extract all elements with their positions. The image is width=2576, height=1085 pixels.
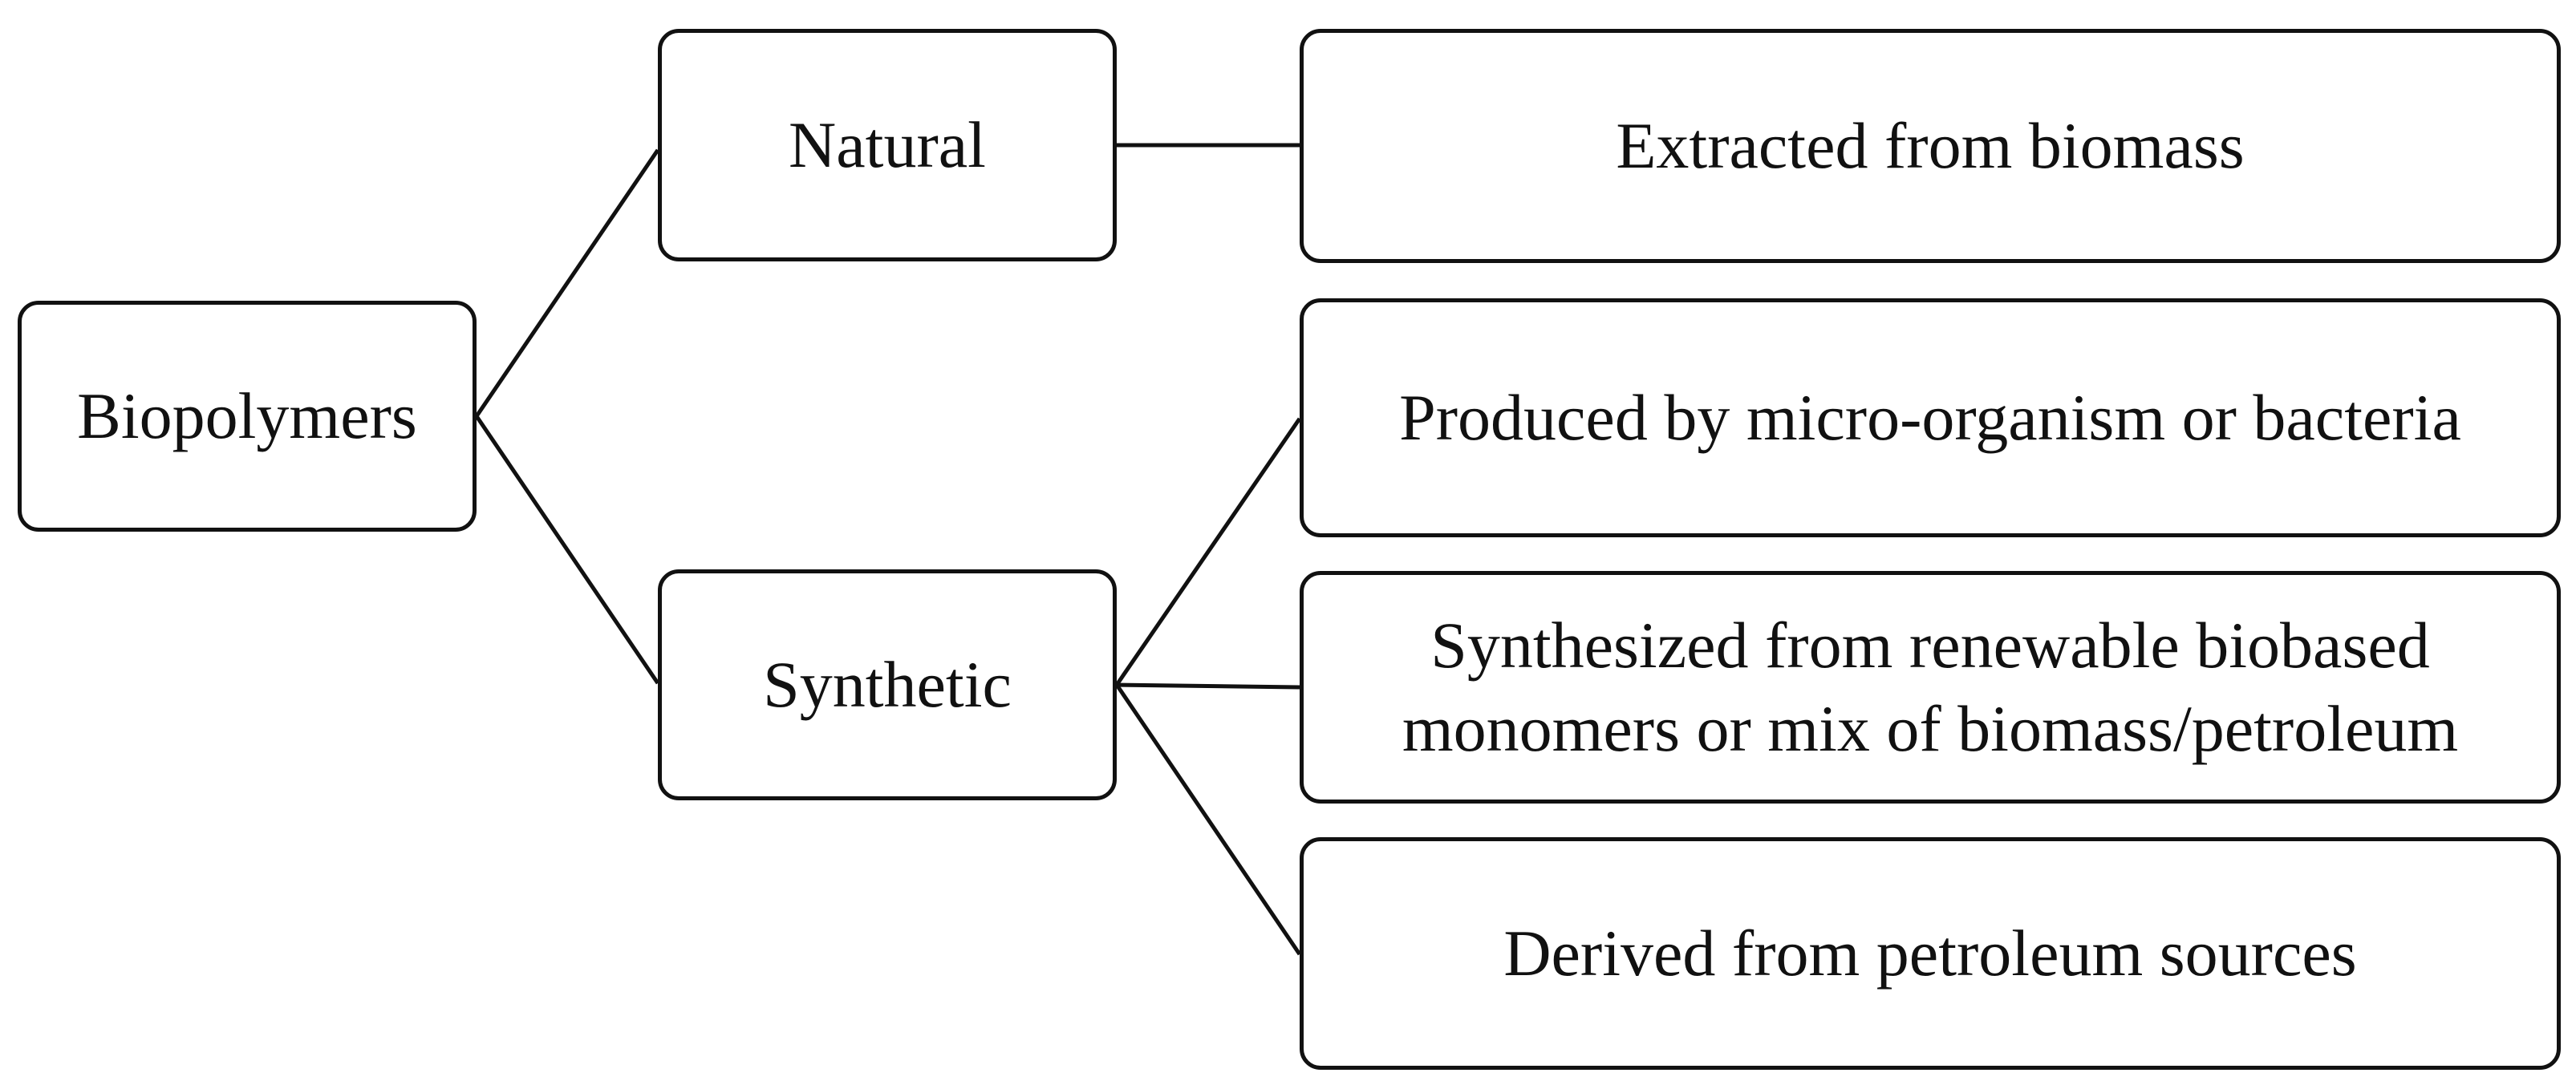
connector-biopolymers-synthetic — [474, 415, 660, 685]
connector-synthetic-derived — [1114, 683, 1302, 956]
node-derived-from-petroleum: Derived from petroleum sources — [1300, 837, 2561, 1070]
connector-synthetic-produced — [1114, 417, 1302, 686]
node-synthesized-label-line2: monomers or mix of biomass/petroleum — [1402, 692, 2459, 765]
node-natural-label: Natural — [789, 108, 986, 181]
connector-synthetic-synthesized — [1116, 682, 1300, 690]
node-synthetic: Synthetic — [658, 569, 1117, 800]
node-biopolymers-label: Biopolymers — [77, 379, 417, 452]
node-synthesized-text: Synthesized from renewable biobased mono… — [1402, 604, 2458, 771]
node-natural: Natural — [658, 29, 1117, 261]
node-extracted-from-biomass: Extracted from biomass — [1300, 29, 2561, 263]
node-produced-label: Produced by micro-organism or bacteria — [1399, 381, 2461, 454]
node-biopolymers: Biopolymers — [18, 301, 477, 532]
connector-biopolymers-natural — [474, 148, 660, 418]
node-produced-by-micro-organism: Produced by micro-organism or bacteria — [1300, 298, 2561, 537]
node-derived-label: Derived from petroleum sources — [1503, 917, 2357, 990]
node-synthesized-from-renewable: Synthesized from renewable biobased mono… — [1300, 571, 2561, 804]
node-extracted-label: Extracted from biomass — [1616, 109, 2245, 182]
node-synthesized-label-line1: Synthesized from renewable biobased — [1430, 609, 2430, 682]
node-synthetic-label: Synthetic — [763, 648, 1012, 721]
